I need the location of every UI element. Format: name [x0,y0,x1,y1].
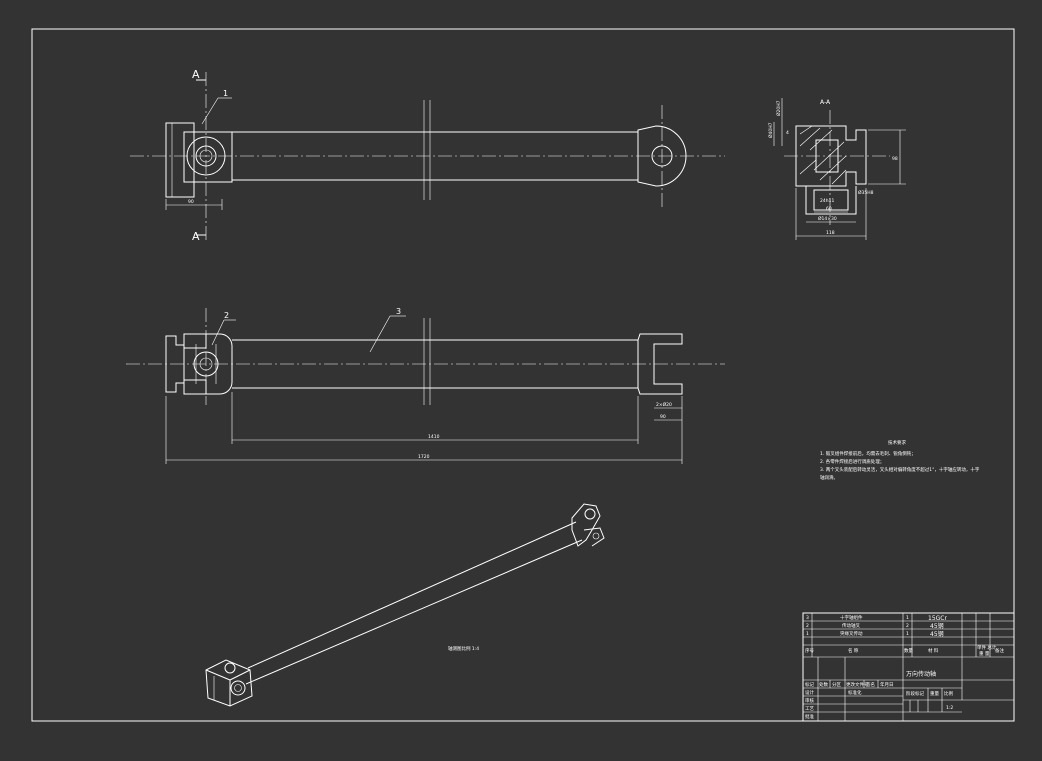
part-row-3-name: 突缘叉传动 [840,630,863,637]
drawing-name: 万向传动轴 [906,670,936,678]
part-row-2-qty: 2 [906,623,909,629]
header-weight: 单件 总计 [977,644,997,651]
label-design: 设计 [805,689,814,696]
label-zone: 分区 [832,681,841,688]
dim-right-end: 90 [660,414,666,420]
technical-requirements: 技术要求 1. 锻叉组件焊接前后，均需去毛刺、锐角倒钝； 2. 各零件焊接后进行… [820,439,980,481]
tech-title: 技术要求 [888,439,906,446]
sec-dim-left-mid: Ø40H7 [767,122,774,138]
sec-dim-inner: 60 [826,206,832,212]
drawing-border [31,28,1015,722]
header-qty: 数量 [904,647,913,654]
label-sign: 签名 [866,681,875,688]
header-remark: 备注 [995,647,1004,654]
tech-item-1: 1. 锻叉组件焊接前后，均需去毛刺、锐角倒钝； [820,450,916,457]
header-material: 材 料 [928,647,939,654]
part-row-1-name: 十字轴组件 [840,614,863,621]
isometric-caption: 轴测图比例 1:4 [448,645,479,652]
part-row-2-material: 45钢 [930,622,944,630]
part-row-3-no: 1 [806,631,809,637]
label-date: 年月日 [880,681,894,688]
label-process: 工艺 [805,706,814,712]
side-view: 2 3 1410 1720 2×Ø20 90 [126,307,725,464]
part-row-2-name: 传动轴叉 [842,622,860,629]
header-no: 序号 [805,647,814,654]
dim-tube-length: 1410 [428,434,440,440]
part-row-3-material: 45钢 [930,630,944,638]
scale-value: 1:2 [946,705,953,711]
dim-right-small: 2×Ø20 [656,401,672,408]
dim-overall-length: 1720 [418,454,430,460]
part-row-3-qty: 1 [906,631,909,637]
header-weight2: 重 量 [979,650,990,657]
label-doc: 更改文件号 [846,681,869,688]
section-view-a-a: A-A 118 Ø14×30 60 98 Ø35H8 [767,98,906,240]
section-marker-top: A [192,68,200,81]
tech-item-4: 轴润滑。 [820,474,838,481]
sec-dim-bottom: 118 [826,230,835,236]
sec-dim-gap: 24h11 [820,198,834,204]
balloon-2: 2 [224,311,229,320]
label-count: 处数 [819,681,828,688]
part-row-1-material: 15GCr [928,615,947,622]
label-weight: 重量 [930,690,939,697]
dim-top-width: 90 [188,199,194,205]
header-name: 名 称 [848,647,859,654]
title-block: 3 十字轴组件 1 15GCr 2 传动轴叉 2 45钢 1 突缘叉传动 1 4… [802,612,1015,722]
sec-dim-right-b: 98 [892,156,898,162]
sec-dim-inner2: Ø14×30 [818,215,837,222]
part-row-1-qty: 1 [906,615,909,621]
section-marker-bottom: A [192,230,200,243]
sec-dim-right-a: Ø35H8 [858,189,874,196]
top-view: 90 A A 1 [130,68,725,243]
isometric-view: 轴测图比例 1:4 [205,503,605,707]
tech-item-3: 3. 两个叉头装配后转动灵活，叉头相对偏转角度不超过1°，十字轴应转动，十字 [820,466,980,473]
label-check: 审核 [805,697,814,704]
label-mark: 标记 [805,681,814,688]
label-scale: 比例 [944,690,953,697]
section-title: A-A [820,99,831,106]
balloon-1: 1 [223,89,228,98]
sec-dim-left-top: Ø20H7 [775,100,782,116]
part-row-1-no: 3 [806,615,809,621]
label-stage: 阶段标记 [906,690,924,697]
part-row-2-no: 2 [806,623,809,629]
balloon-3: 3 [396,307,401,316]
label-approve: 批准 [805,713,814,720]
tech-item-2: 2. 各零件焊接后进行调质处理； [820,458,884,465]
sec-dim-left-small: 4 [786,130,789,136]
label-standard: 标准化 [848,689,862,696]
